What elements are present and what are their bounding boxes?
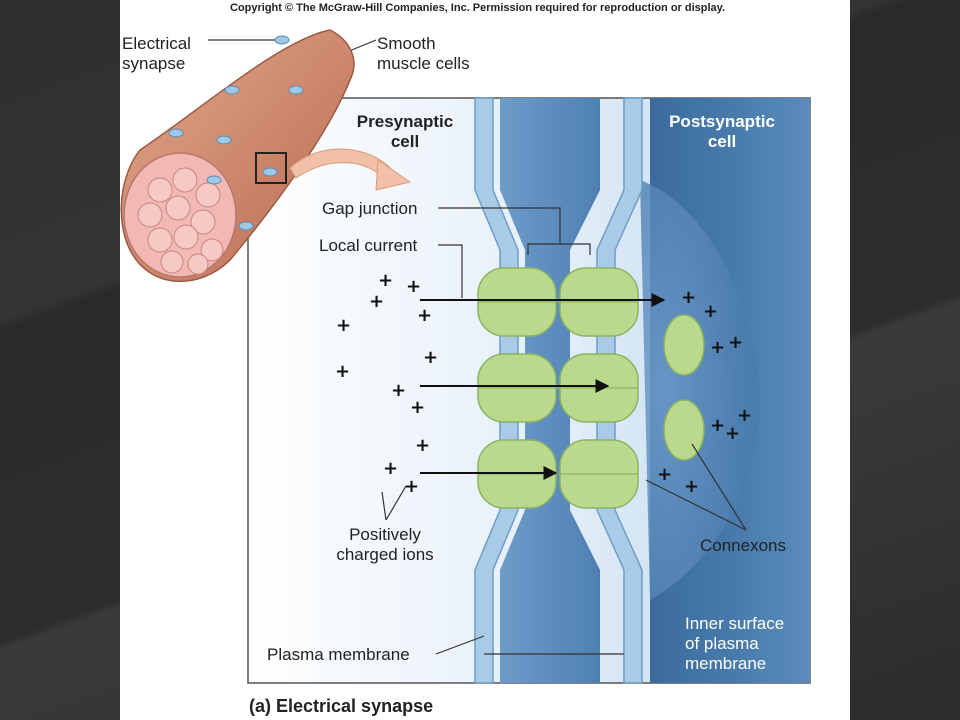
plus-ion: + <box>710 415 726 436</box>
plus-ion: + <box>725 423 741 444</box>
presynaptic-membrane <box>474 97 519 684</box>
plus-ion: + <box>404 476 420 497</box>
plus-ion: + <box>415 435 431 456</box>
plus-ion: + <box>406 276 422 297</box>
label-inner-surface: Inner surface of plasma membrane <box>685 614 785 673</box>
gap-junction-connexons <box>477 267 639 509</box>
plus-ion: + <box>335 361 351 382</box>
plus-ion: + <box>703 301 719 322</box>
plus-ion: + <box>710 337 726 358</box>
free-connexons <box>663 314 705 461</box>
label-postsynaptic: Postsynaptic cell <box>669 112 775 151</box>
label-smooth-muscle: Smooth muscle cells <box>377 34 470 73</box>
synapse-panel <box>247 97 811 684</box>
figure-caption: (a) Electrical synapse <box>249 696 434 716</box>
label-presynaptic: Presynaptic cell <box>356 112 454 151</box>
plus-ion: + <box>737 405 753 426</box>
copyright-notice: Copyright © The McGraw-Hill Companies, I… <box>230 2 726 14</box>
plus-ion: + <box>423 347 439 368</box>
plus-ion: + <box>728 332 744 353</box>
plus-ion: + <box>417 305 433 326</box>
label-positively-charged-ions: Positively charged ions <box>336 525 434 564</box>
plus-ion: + <box>336 315 352 336</box>
plus-ion: + <box>684 476 700 497</box>
label-plasma-membrane: Plasma membrane <box>267 645 410 664</box>
plus-ion: + <box>369 291 385 312</box>
plus-ion: + <box>410 397 426 418</box>
plus-ion: + <box>391 380 407 401</box>
plus-ion: + <box>378 270 394 291</box>
postsynaptic-membrane <box>596 97 643 684</box>
plus-ion: + <box>657 464 673 485</box>
label-electrical-synapse-small: Electrical synapse <box>122 34 191 73</box>
label-gap-junction: Gap junction <box>322 199 418 218</box>
plus-ion: + <box>681 287 697 308</box>
smooth-muscle-illustration <box>120 29 412 282</box>
label-connexons: Connexons <box>700 536 787 555</box>
label-local-current: Local current <box>319 236 418 255</box>
plus-ion: + <box>383 458 399 479</box>
local-current-arrows <box>420 293 666 480</box>
